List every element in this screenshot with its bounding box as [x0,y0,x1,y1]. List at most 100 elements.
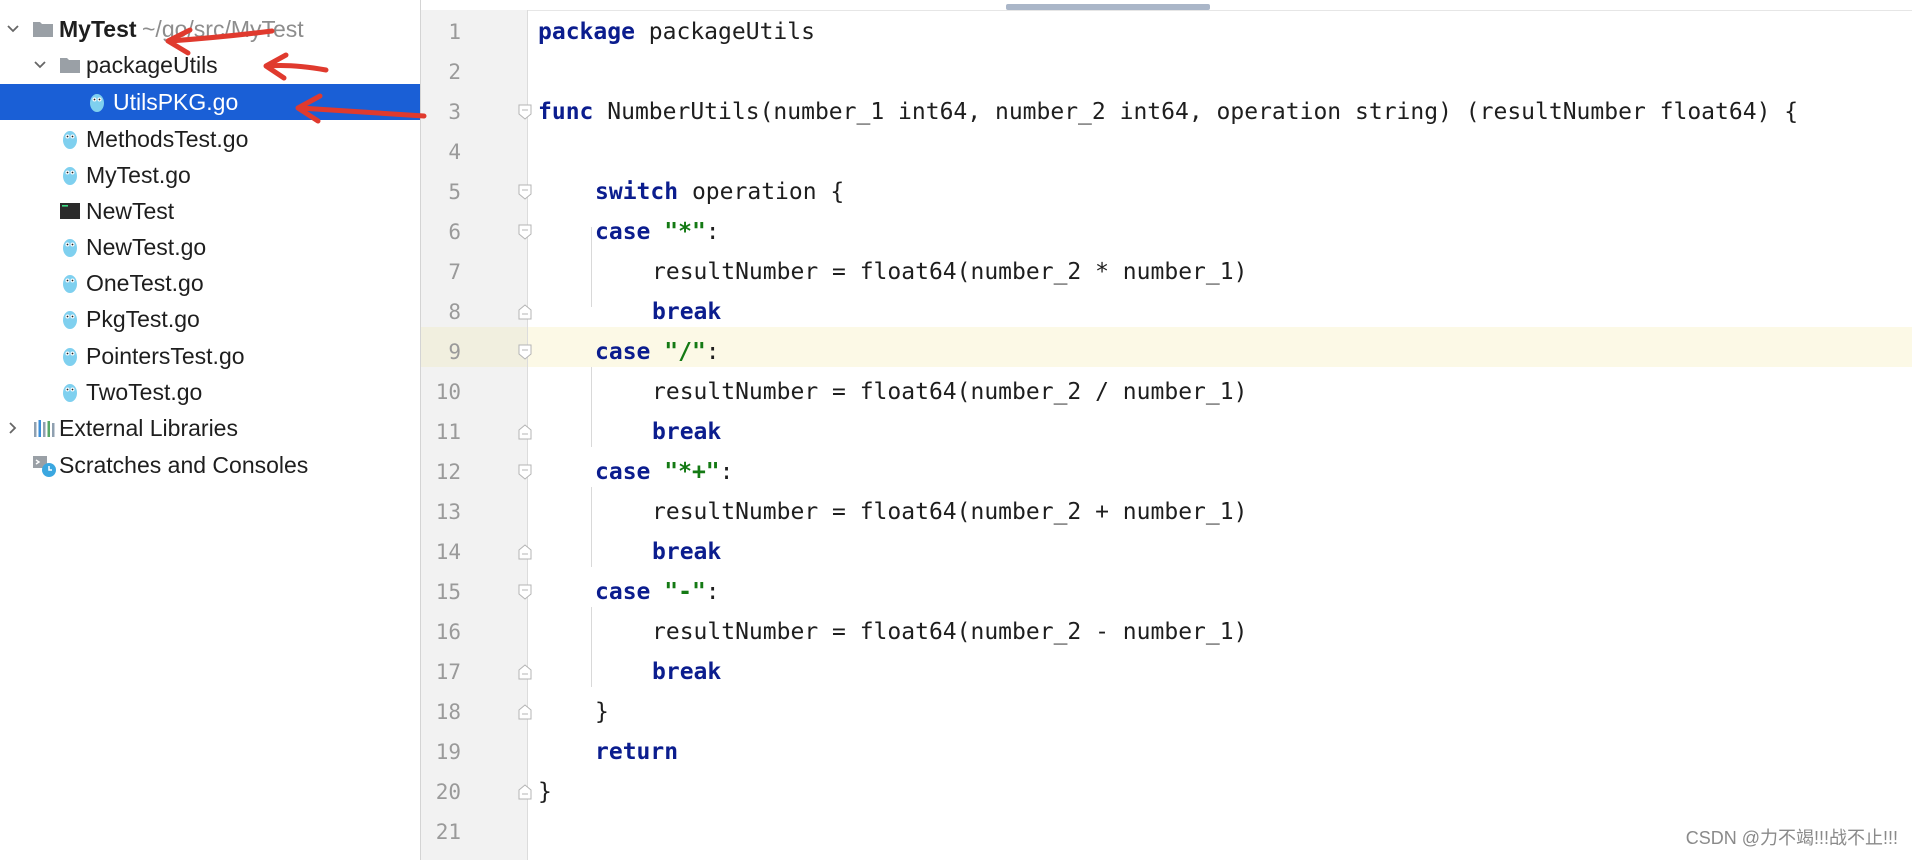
line-number: 21 [435,820,461,844]
code-line[interactable]: return [595,732,678,772]
code-text: resultNumber = float64(number_2 * number… [652,259,1248,285]
go-file-icon [86,91,108,113]
scratches-label: Scratches and Consoles [59,452,309,478]
keyword: case [595,579,651,605]
code-line[interactable]: switch operation { [595,172,844,212]
tree-item-root[interactable]: MyTest ~/go/src/MyTest [0,11,420,47]
code-line[interactable]: break [652,292,721,332]
code-line[interactable]: break [652,412,721,452]
code-text: : [719,459,734,485]
package-folder-label: packageUtils [86,52,218,78]
line-number: 19 [435,740,461,764]
go-file-icon [59,236,81,258]
tree-item-package[interactable]: packageUtils [0,47,420,83]
fold-close-icon[interactable] [518,704,532,720]
chevron-down-icon[interactable] [4,11,22,47]
file-label: TwoTest.go [86,379,203,405]
tree-item-file[interactable]: MethodsTest.go [0,121,420,157]
line-number: 8 [448,300,461,324]
root-folder-label: MyTest [59,16,137,42]
code-text: NumberUtils(number_1 int64, number_2 int… [607,99,1799,125]
file-label: PkgTest.go [86,306,200,332]
file-label: MyTest.go [86,162,191,188]
tree-item-file[interactable]: PkgTest.go [0,301,420,337]
fold-open-icon[interactable] [518,464,532,480]
tab-scroll-indicator[interactable] [1006,4,1210,10]
tree-item-file[interactable]: OneTest.go [0,265,420,301]
indent-guide [591,227,592,307]
tree-item-external-libraries[interactable]: External Libraries [0,410,420,446]
fold-open-icon[interactable] [518,104,532,120]
keyword: package [538,19,635,45]
current-line-gutter-highlight [421,327,527,367]
fold-open-icon[interactable] [518,584,532,600]
code-text: : [705,219,720,245]
line-number: 6 [448,220,461,244]
fold-close-icon[interactable] [518,544,532,560]
line-number: 13 [435,500,461,524]
line-number: 7 [448,260,461,284]
code-line[interactable]: resultNumber = float64(number_2 / number… [652,372,1247,412]
line-number: 17 [435,660,461,684]
tree-item-file[interactable]: NewTest.go [0,229,420,265]
code-line[interactable]: resultNumber = float64(number_2 - number… [652,612,1247,652]
scratches-icon [32,454,56,477]
tree-item-selected-file[interactable]: UtilsPKG.go [0,84,420,120]
fold-close-icon[interactable] [518,304,532,320]
code-text: resultNumber = float64(number_2 / number… [652,379,1248,405]
line-number: 2 [448,60,461,84]
code-text: resultNumber = float64(number_2 - number… [652,619,1248,645]
code-text: } [595,699,609,725]
tree-item-file[interactable]: TwoTest.go [0,374,420,410]
line-number: 16 [435,620,461,644]
project-tree-panel: MyTest ~/go/src/MyTest packageUtils Util… [0,0,421,860]
chevron-down-icon[interactable] [31,47,49,83]
keyword: break [652,299,722,325]
string-literal: "*+" [664,459,720,485]
fold-open-icon[interactable] [518,184,532,200]
fold-close-icon[interactable] [518,784,532,800]
code-line[interactable]: break [652,532,721,572]
file-label: PointersTest.go [86,343,245,369]
line-number: 11 [435,420,461,444]
code-line[interactable]: package packageUtils [538,12,815,52]
fold-open-icon[interactable] [518,344,532,360]
code-text: } [538,779,552,805]
line-number: 4 [448,140,461,164]
line-number: 18 [435,700,461,724]
line-number: 5 [448,180,461,204]
code-line[interactable]: } [538,772,552,812]
code-line[interactable]: func NumberUtils(number_1 int64, number_… [538,92,1798,132]
code-line-current[interactable]: case "/": [595,332,720,372]
code-text: packageUtils [648,19,815,45]
keyword: case [595,339,651,365]
go-file-icon [59,381,81,403]
indent-guide [591,487,592,567]
go-file-icon [59,128,81,150]
code-line[interactable]: break [652,652,721,692]
code-line[interactable]: case "*": [595,212,720,252]
code-line[interactable]: } [595,692,609,732]
tree-item-executable[interactable]: NewTest [0,193,420,229]
line-number: 20 [435,780,461,804]
library-icon [32,417,55,439]
keyword: break [652,419,722,445]
code-line[interactable]: resultNumber = float64(number_2 * number… [652,252,1247,292]
code-editor[interactable]: 1 2 3 4 5 6 7 8 9 10 11 12 13 14 15 16 1… [421,0,1912,860]
code-line[interactable]: case "-": [595,572,720,612]
fold-open-icon[interactable] [518,224,532,240]
go-file-icon [59,164,81,186]
line-number: 15 [435,580,461,604]
tree-item-scratches[interactable]: Scratches and Consoles [0,447,420,483]
go-file-icon [59,272,81,294]
code-line[interactable]: resultNumber = float64(number_2 + number… [652,492,1247,532]
tree-item-file[interactable]: MyTest.go [0,157,420,193]
line-number: 10 [435,380,461,404]
tree-item-file[interactable]: PointersTest.go [0,338,420,374]
code-line[interactable]: case "*+": [595,452,734,492]
fold-close-icon[interactable] [518,664,532,680]
terminal-executable-icon [59,200,81,222]
fold-close-icon[interactable] [518,424,532,440]
chevron-right-icon[interactable] [4,410,22,446]
indent-guide [591,367,592,447]
